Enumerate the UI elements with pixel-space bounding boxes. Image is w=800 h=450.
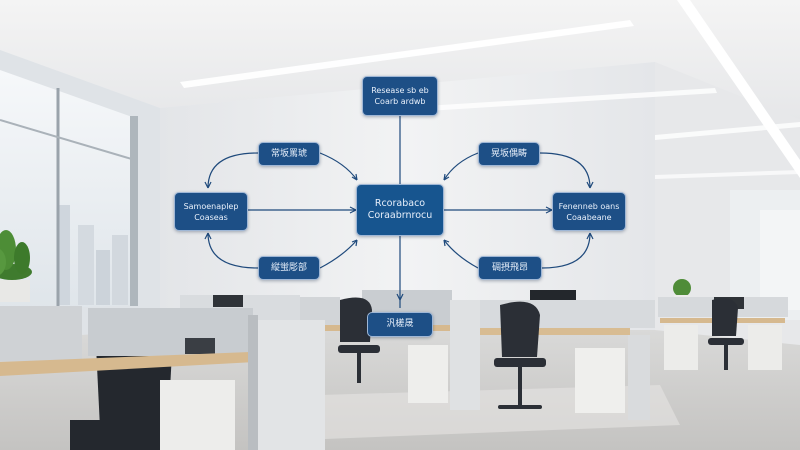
node-lower-right-label: 碉摂飛昂 [491,262,528,273]
node-right-line1: Fenenneb oans [558,201,620,211]
plant-left [0,230,32,302]
node-upper-left-label: 常坂罵琥 [270,148,307,159]
diagram-node-upper-right: 晃坂偶畴 [478,142,540,166]
diagram-node-bottom: 汎槎晟 [367,312,433,337]
diagram-node-top: Resease sb eb Coarb ardwb [362,76,438,116]
node-bottom-label: 汎槎晟 [386,319,414,329]
node-center-line2: Coraabrnrocu [367,210,433,221]
node-left-line1: Samoenaplep [183,201,239,211]
diagram-connectors [204,116,594,308]
node-lower-left-label: 縦蛍彫部 [270,262,307,273]
node-top-line1: Resease sb eb [371,86,429,95]
diagram-node-lower-left: 縦蛍彫部 [258,256,320,280]
node-center-line1: Rcorabaco [374,198,426,209]
node-top-line2: Coarb ardwb [374,97,426,106]
diagram-node-center: Rcorabaco Coraabrnrocu [356,184,444,236]
diagram-node-upper-left: 常坂罵琥 [258,142,320,166]
diagram-node-lower-right: 碉摂飛昂 [478,256,542,280]
node-left-line2: Coaseas [194,212,228,222]
node-upper-right-label: 晃坂偶畴 [490,148,527,159]
diagram-node-right: Fenenneb oans Coaabeane [552,192,626,231]
node-right-line2: Coaabeane [566,212,612,222]
foreground-desk [0,306,325,450]
diagram-node-left: Samoenaplep Coaseas [174,192,248,231]
